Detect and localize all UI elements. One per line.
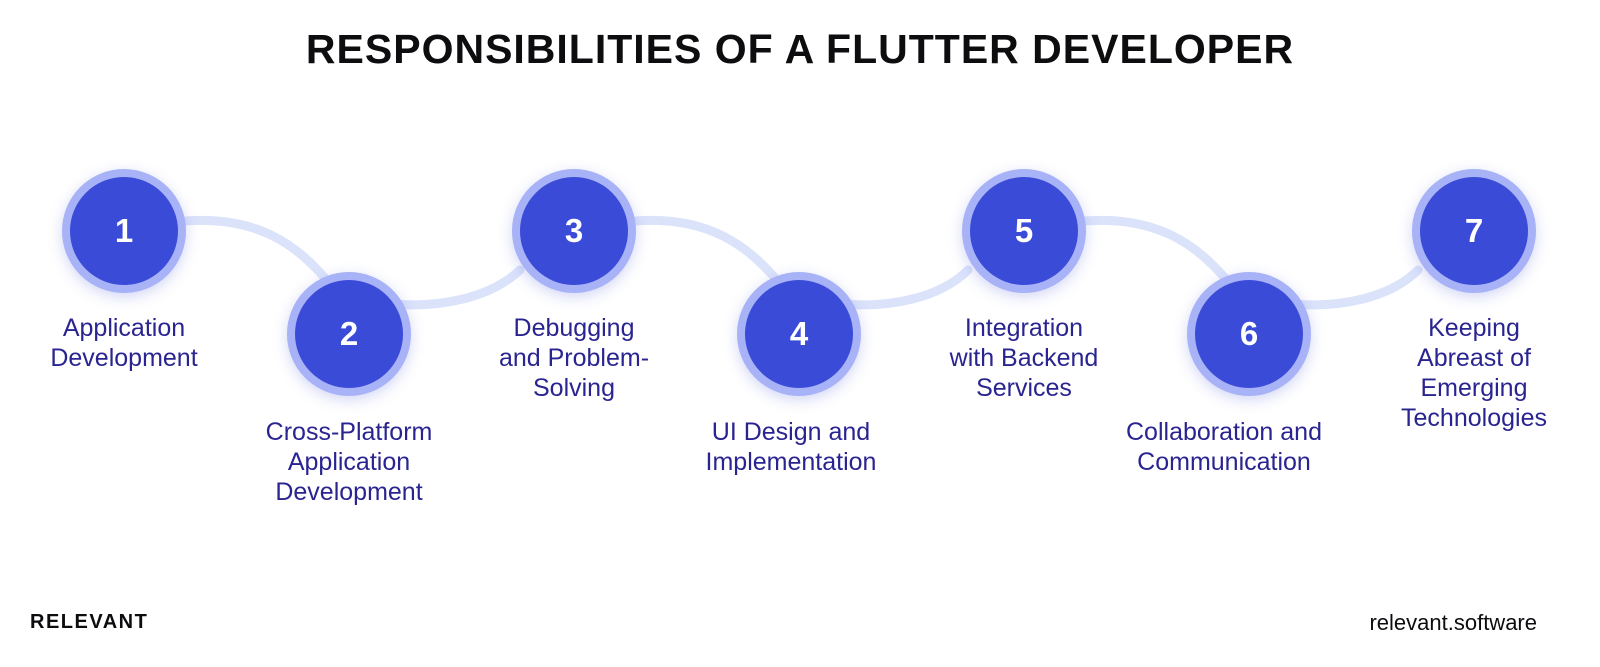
connector-3-4 [620, 215, 780, 283]
step-6-label: Collaboration and Communication [1126, 418, 1322, 476]
brand-logo: RELEVANT [30, 611, 149, 633]
step-1-label: Application Development [50, 314, 198, 372]
step-2-circle: 2 [287, 272, 411, 396]
page-title: RESPONSIBILITIES OF A FLUTTER DEVELOPER [305, 26, 1295, 72]
step-1-circle: 1 [62, 169, 186, 293]
step-6-circle: 6 [1187, 272, 1311, 396]
step-7-label: Keeping Abreast of Emerging Technologies [1401, 314, 1547, 432]
step-4-number: 4 [789, 315, 809, 352]
connector-1-2 [170, 215, 330, 283]
step-2-label: Cross-Platform Application Development [265, 418, 433, 506]
step-5-label: Integration with Backend Services [949, 314, 1099, 402]
step-7-circle: 7 [1412, 169, 1536, 293]
step-4-circle: 4 [737, 272, 861, 396]
step-3-circle: 3 [512, 169, 636, 293]
website-link[interactable]: relevant.software [1369, 610, 1537, 635]
step-2-number: 2 [339, 315, 359, 352]
step-3-label: Debugging and Problem- Solving [498, 314, 650, 402]
step-4-label: UI Design and Implementation [705, 418, 877, 476]
connector-5-6 [1070, 215, 1230, 283]
connector-4-5 [837, 265, 973, 310]
step-6-number: 6 [1239, 315, 1259, 352]
step-5-circle: 5 [962, 169, 1086, 293]
step-7-number: 7 [1464, 212, 1484, 249]
connector-2-3 [387, 265, 525, 310]
step-5-number: 5 [1014, 212, 1034, 249]
step-3-number: 3 [564, 212, 584, 249]
connector-6-7 [1287, 265, 1423, 310]
step-1-number: 1 [114, 212, 134, 249]
